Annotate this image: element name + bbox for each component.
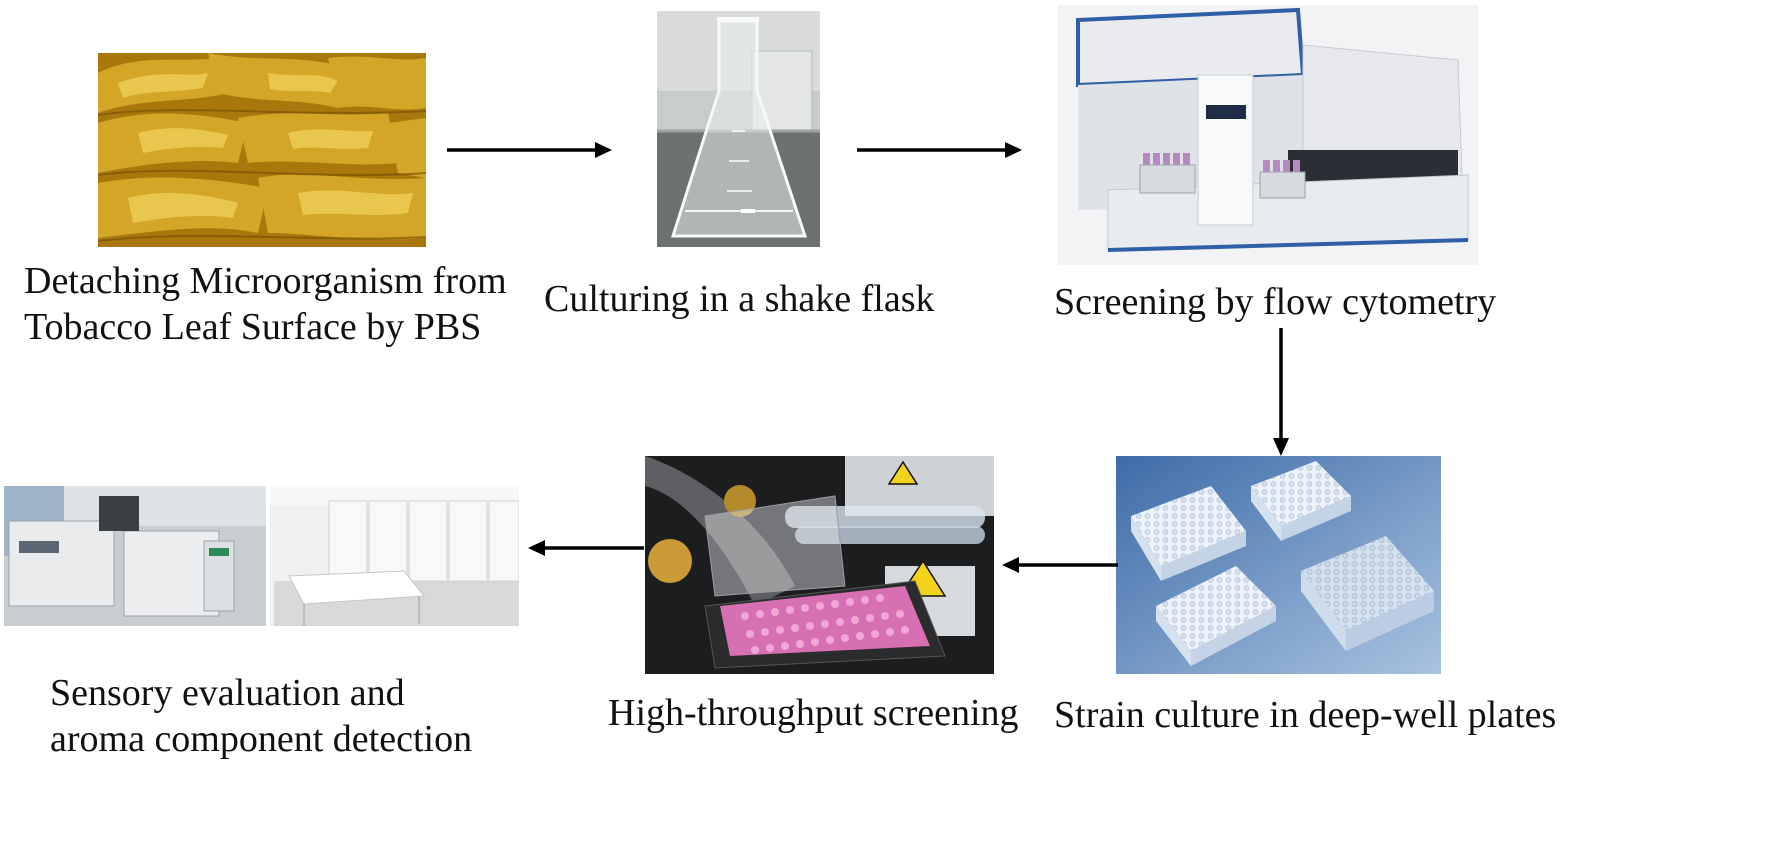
step-caption-culture: Culturing in a shake flask xyxy=(544,276,934,322)
arrow-right-1 xyxy=(447,141,612,159)
liquid-handler-photo xyxy=(645,456,994,674)
step-caption-flow: Screening by flow cytometry xyxy=(1054,279,1496,325)
step-caption-plates: Strain culture in deep-well plates xyxy=(1054,692,1556,738)
caption-line: Tobacco Leaf Surface by PBS xyxy=(24,306,482,348)
step-caption-detach: Detaching Microorganism from Tobacco Lea… xyxy=(24,258,507,350)
tobacco-leaves-photo xyxy=(98,53,426,247)
caption-line: Detaching Microorganism from xyxy=(24,260,507,302)
step-caption-sensory: Sensory evaluation and aroma component d… xyxy=(50,670,472,762)
flow-cytometer-photo xyxy=(1058,5,1478,265)
caption-line: Screening by flow cytometry xyxy=(1054,281,1497,323)
caption-line: aroma component detection xyxy=(50,718,473,760)
caption-line: High-throughput screening xyxy=(608,692,1019,734)
caption-line: Sensory evaluation and xyxy=(50,672,405,714)
arrow-left-2 xyxy=(528,539,644,557)
caption-line: Culturing in a shake flask xyxy=(544,278,935,320)
arrow-right-2 xyxy=(857,141,1022,159)
arrow-left-1 xyxy=(1002,556,1118,574)
gc-instrument-and-sensory-lab-photo xyxy=(4,486,519,626)
arrow-down xyxy=(1272,328,1290,456)
caption-line: Strain culture in deep-well plates xyxy=(1054,694,1557,736)
erlenmeyer-flask-photo xyxy=(657,11,820,247)
step-caption-hts: High-throughput screening xyxy=(608,690,1019,736)
deep-well-plates-photo xyxy=(1116,456,1441,674)
